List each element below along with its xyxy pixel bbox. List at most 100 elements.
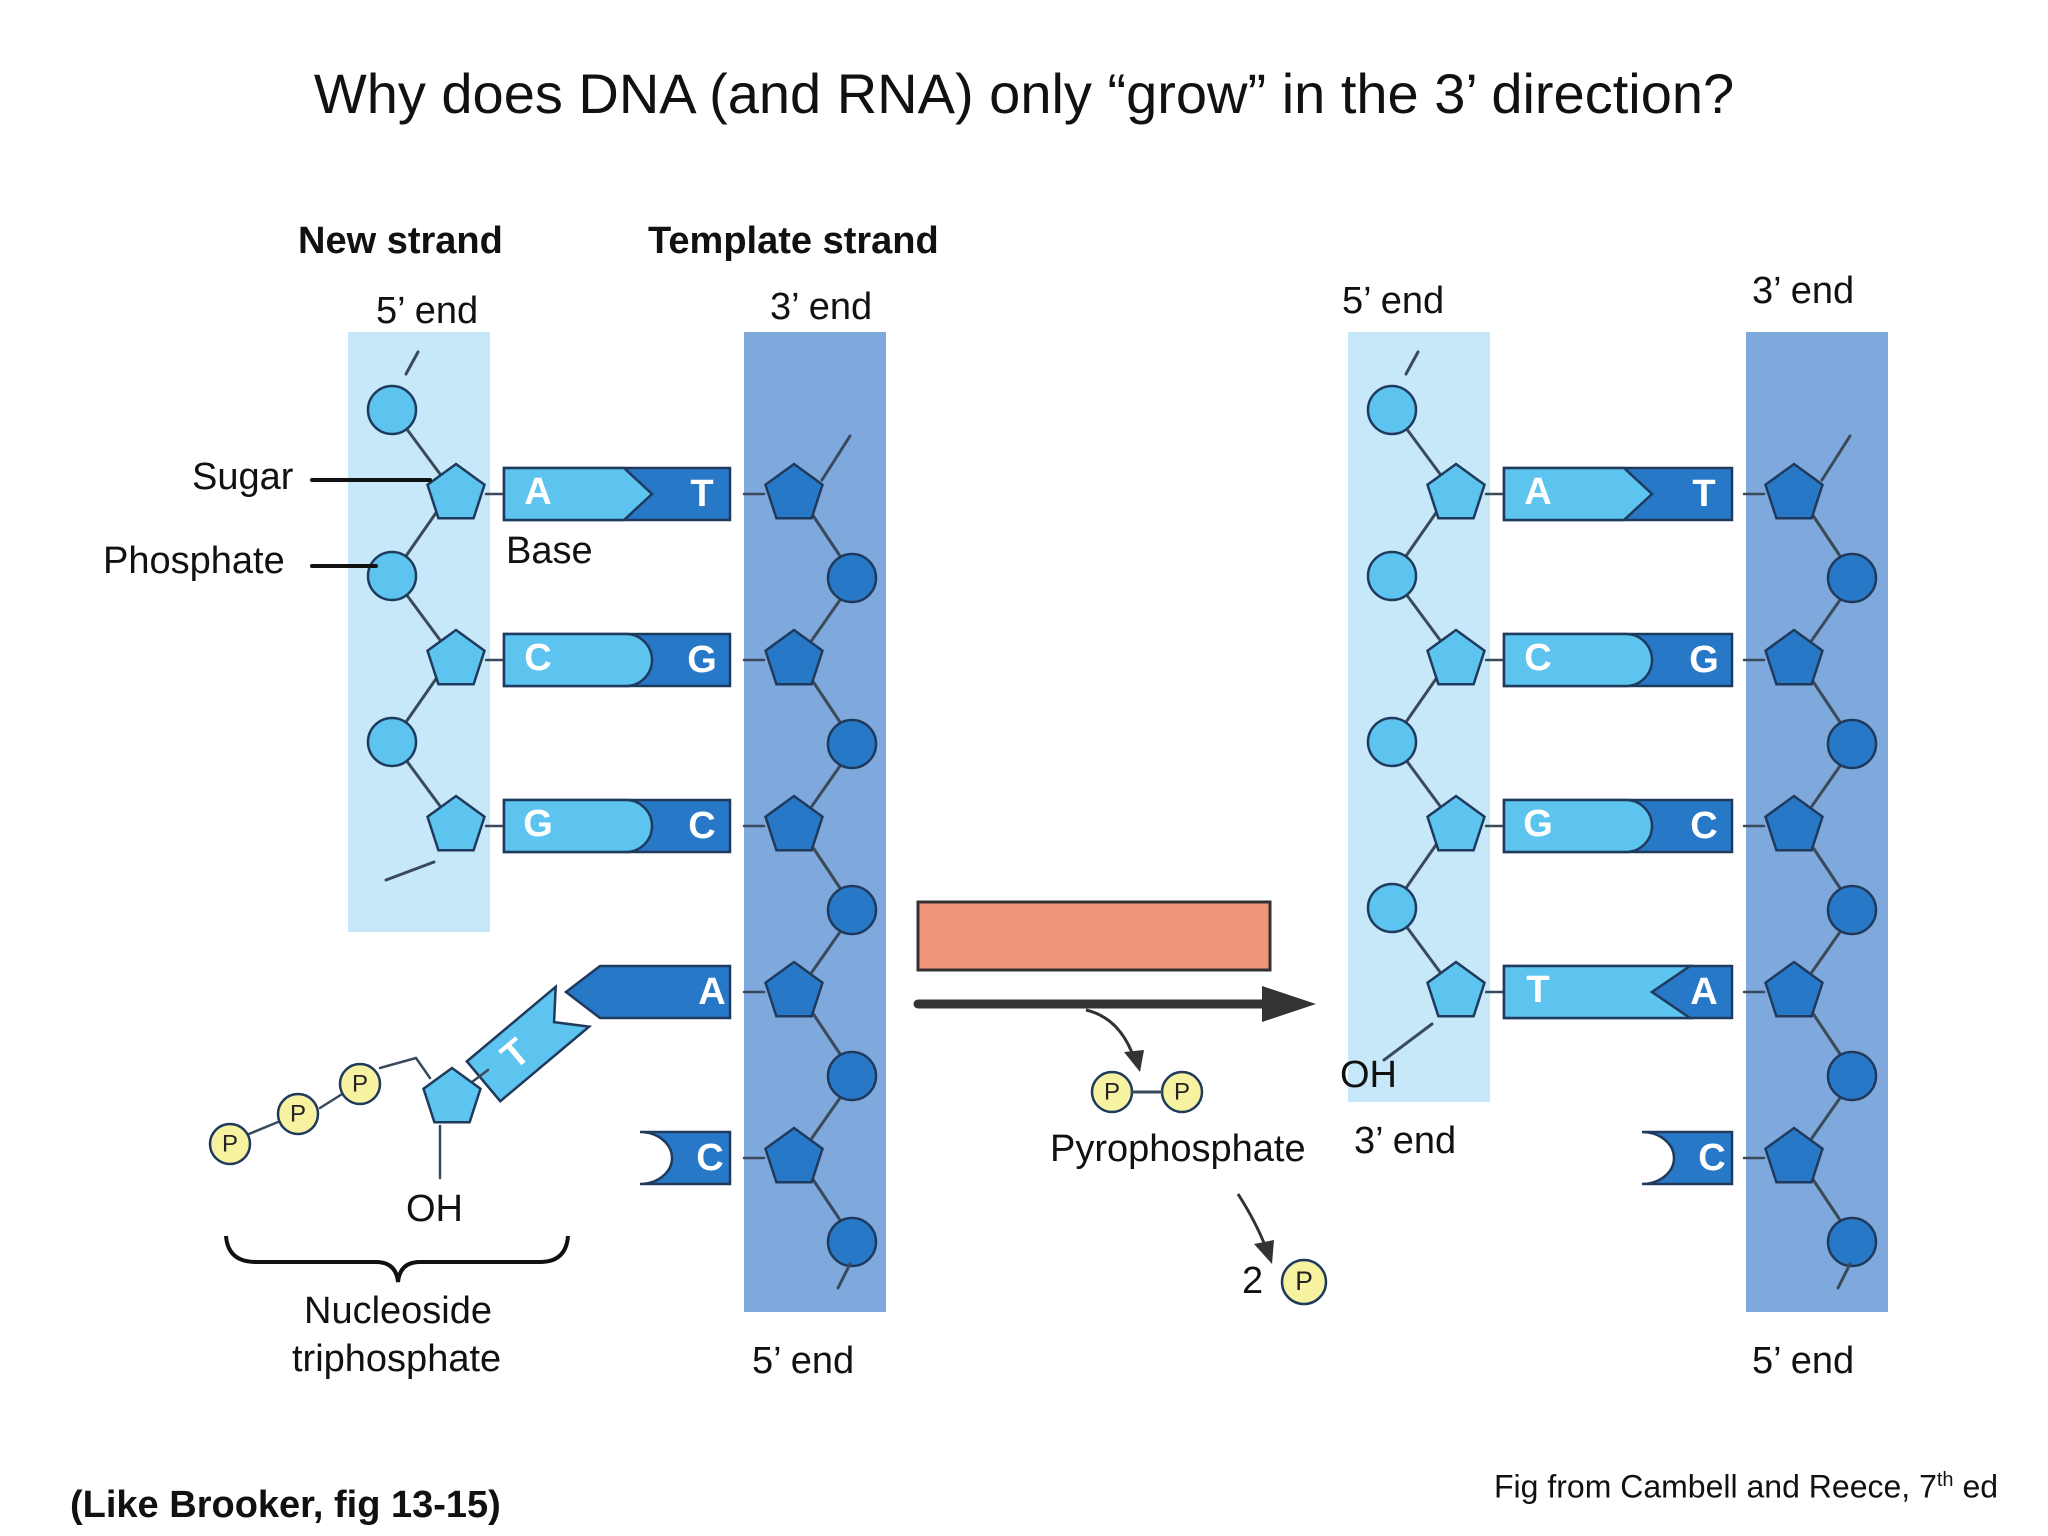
right-template-phosphate	[1826, 718, 1878, 770]
citation-text: Fig from Cambell and Reece, 7	[1494, 1468, 1937, 1505]
slide-title: Why does DNA (and RNA) only “grow” in th…	[313, 62, 1735, 125]
template-3-end-label: 3’ end	[770, 286, 873, 328]
right-new-strand-end	[1382, 1022, 1434, 1062]
left-pair-2-template-letter: G	[687, 639, 717, 681]
right-pair-4-new-letter: T	[1526, 969, 1549, 1011]
incoming-phosphate-2-label: P	[290, 1100, 306, 1127]
right-new-strand-oh-label: OH	[1340, 1054, 1397, 1096]
left-template-sugar	[764, 960, 824, 1018]
pyrophosphate-arrow-head	[1124, 1050, 1144, 1072]
right-new-strand-sugar	[1426, 628, 1486, 686]
incoming-phosphate-link	[242, 1120, 280, 1138]
right-pair-2-new-base	[1502, 632, 1654, 688]
left-template-phosphate	[826, 1216, 878, 1268]
right-pair-1-new-letter: A	[1524, 471, 1551, 513]
right-new-strand-phosphate	[1366, 550, 1418, 602]
nucleoside-label-line1: Nucleoside	[304, 1290, 492, 1332]
left-unpaired-template-base	[639, 1130, 732, 1186]
incoming-phosphate-1	[338, 1062, 382, 1106]
left-new-strand-phosphate	[366, 716, 418, 768]
right-template-backbone	[1810, 844, 1842, 890]
incoming-phosphate-1-label: P	[352, 1070, 368, 1097]
left-template-backbone	[810, 512, 842, 558]
right-new-strand-phosphate	[1366, 882, 1418, 934]
right-new-strand-sugar	[1426, 462, 1486, 520]
left-template-phosphate	[826, 552, 878, 604]
right-template-sugar	[1764, 462, 1824, 520]
right-new-strand-phosphate	[1366, 716, 1418, 768]
left-template-backbone	[810, 1176, 842, 1222]
right-pair-4-template-letter: A	[1690, 971, 1717, 1013]
right-new-strand-sugar	[1426, 960, 1486, 1018]
hydrolysis-arrow	[1236, 1193, 1268, 1249]
left-new-strand-backbone	[404, 592, 442, 642]
left-pair-3-template-letter: C	[688, 805, 715, 847]
base-label: Base	[506, 530, 593, 572]
left-pair-1-new-base	[502, 466, 654, 522]
left-template-backbone	[810, 1010, 842, 1056]
left-new-strand-phosphate	[366, 550, 418, 602]
left-new-strand-backbone	[404, 426, 442, 476]
left-template-phosphate	[826, 718, 878, 770]
left-new-strand-backbone	[404, 674, 440, 724]
right-new-strand-backbone	[1404, 674, 1440, 724]
pyrophosphate-arrow	[1085, 1008, 1136, 1059]
incoming-nucleotide-base-group: T	[465, 984, 593, 1103]
incoming-base-link	[470, 1068, 490, 1084]
left-new-strand-sugar	[426, 628, 486, 686]
right-template-phosphate	[1826, 1050, 1878, 1102]
left-new-strand-sugar	[426, 794, 486, 852]
enzyme-box	[916, 900, 1272, 972]
right-template-backbone	[1810, 764, 1842, 808]
right-new-strand-backbone	[1404, 426, 1442, 476]
left-pair-2-new-letter: C	[524, 637, 551, 679]
left-new-strand-backbone-top	[404, 350, 420, 376]
right-unpaired-template-letter: C	[1698, 1137, 1725, 1179]
figure-citation: Fig from Cambell and Reece, 7th ed	[1494, 1470, 1998, 1503]
right-pair-2-new-letter: C	[1524, 637, 1551, 679]
right-template-backbone	[1810, 1010, 1842, 1056]
right-template-sugar	[1764, 628, 1824, 686]
right-template-backbone	[1810, 1096, 1842, 1140]
left-pair-1-template-letter: T	[690, 473, 713, 515]
right-template-sugar	[1764, 1126, 1824, 1184]
right-new-strand-5-end-label: 5’ end	[1342, 280, 1445, 322]
right-new-strand-backbone	[1404, 924, 1442, 974]
right-pair-3-new-letter: G	[1523, 803, 1553, 845]
citation-tail: ed	[1953, 1468, 1999, 1505]
right-new-strand-backbone	[1404, 840, 1440, 890]
product-phosphate	[1280, 1258, 1328, 1306]
right-pair-3-template-letter: C	[1690, 805, 1717, 847]
right-template-phosphate	[1826, 552, 1878, 604]
left-template-backbone	[810, 930, 842, 974]
pyrophosphate-p2-label: P	[1174, 1078, 1190, 1105]
right-template-phosphate	[1826, 884, 1878, 936]
incoming-phosphate-link	[378, 1056, 418, 1070]
product-phosphate-label: P	[1295, 1266, 1313, 1296]
left-pair-2-new-base	[502, 632, 654, 688]
right-pair-3-new-base	[1502, 798, 1654, 854]
new-strand-5-end-label: 5’ end	[376, 290, 479, 332]
right-new-strand-sugar	[1426, 794, 1486, 852]
left-template-backbone-bottom	[836, 1262, 852, 1290]
left-template-backbone-top	[820, 434, 852, 482]
right-unpaired-template-base	[1641, 1130, 1734, 1186]
left-new-strand-phosphate	[366, 384, 418, 436]
incoming-phosphate-3	[208, 1122, 252, 1166]
incoming-sugar	[422, 1066, 482, 1124]
left-template-sugar	[764, 1126, 824, 1184]
left-template-backbone	[810, 844, 842, 890]
right-template-backbone	[1810, 930, 1842, 974]
template-strand-header: Template strand	[648, 220, 939, 262]
phosphate-label: Phosphate	[103, 540, 285, 582]
left-new-strand-backbone	[404, 508, 440, 558]
incoming-phosphate-2	[276, 1092, 320, 1136]
nucleoside-brace	[224, 1235, 570, 1283]
left-incoming-template-base	[563, 964, 732, 1020]
incoming-sugar-link	[414, 1056, 432, 1080]
right-template-backbone	[1810, 598, 1842, 642]
left-template-phosphate	[826, 884, 878, 936]
left-new-strand-sugar	[426, 462, 486, 520]
left-template-sugar	[764, 628, 824, 686]
